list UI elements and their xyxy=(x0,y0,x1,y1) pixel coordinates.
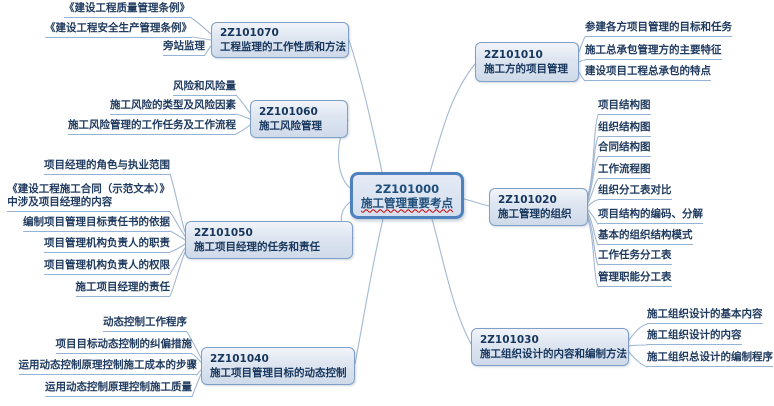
topic-label[interactable]: 项目结构的编码、分解 xyxy=(598,208,703,224)
topic-label[interactable]: 施工总承包管理方的主要特征 xyxy=(585,44,722,60)
topic-label[interactable]: 工作流程图 xyxy=(598,163,651,179)
branch-code: 2Z101030 xyxy=(480,334,539,346)
edge-central-2z101070 xyxy=(348,39,383,173)
topic-label[interactable]: 工作任务分工表 xyxy=(598,249,672,265)
branch-title: 工程监理的工作性质和方法 xyxy=(220,41,346,53)
edge-central-2z101010 xyxy=(429,63,476,173)
edge-central-2z101030 xyxy=(431,218,472,345)
branch-code: 2Z101020 xyxy=(498,194,557,206)
topic-label[interactable]: 编制项目管理目标责任书的依据 xyxy=(23,216,170,232)
topic-label[interactable]: 《建设工程质量管理条例》 xyxy=(64,2,190,18)
topic-label[interactable]: 合同结构图 xyxy=(598,141,651,157)
topic-label[interactable]: 旁站监理 xyxy=(163,40,205,56)
topic-label[interactable]: 项目经理的角色与执业范围 xyxy=(44,159,170,175)
branch-node-2z101060[interactable]: 2Z101060 施工风险管理 xyxy=(250,100,348,138)
topic-label[interactable]: 组织结构图 xyxy=(598,121,651,137)
topic-label[interactable]: 《建设工程安全生产管理条例》 xyxy=(45,22,192,38)
topic-label[interactable]: 施工组织总设计的编制程序 xyxy=(647,351,773,367)
edge-central-2z101040 xyxy=(354,218,384,365)
topic-label[interactable]: 参建各方项目管理的目标和任务 xyxy=(585,21,732,37)
topic-label[interactable]: 项目管理机构负责人的职责 xyxy=(44,237,170,253)
branch-code: 2Z101060 xyxy=(259,106,318,118)
topic-label[interactable]: 施工风险的类型及风险因素 xyxy=(110,99,236,115)
topic-label[interactable]: 基本的组织结构模式 xyxy=(598,229,693,245)
branch-node-2z101020[interactable]: 2Z101020 施工管理的组织 xyxy=(489,188,588,226)
edge-central-2z101020 xyxy=(463,198,490,207)
central-topic[interactable]: 2Z101000 施工管理重要考点 xyxy=(350,172,464,219)
topic-label[interactable]: 动态控制工作程序 xyxy=(103,316,187,332)
topic-label[interactable]: 施工风险管理的工作任务及工作流程 xyxy=(68,119,236,135)
branch-title: 施工组织设计的内容和编制方法 xyxy=(480,348,627,360)
branch-node-2z101030[interactable]: 2Z101030 施工组织设计的内容和编制方法 xyxy=(471,328,629,366)
topic-label[interactable]: 运用动态控制原理控制施工质量 xyxy=(45,381,192,397)
topic-label[interactable]: 项目管理机构负责人的权限 xyxy=(44,259,170,275)
branch-code: 2Z101050 xyxy=(194,227,253,239)
branch-node-2z101070[interactable]: 2Z101070 工程监理的工作性质和方法 xyxy=(211,22,349,58)
branch-node-2z101050[interactable]: 2Z101050 施工项目经理的任务和责任 xyxy=(185,221,353,259)
branch-code: 2Z101070 xyxy=(220,27,279,39)
branch-code: 2Z101010 xyxy=(484,49,543,61)
branch-node-2z101010[interactable]: 2Z101010 施工方的项目管理 xyxy=(475,42,579,82)
branch-title: 施工方的项目管理 xyxy=(484,63,568,75)
topic-label[interactable]: 项目目标动态控制的纠偏措施 xyxy=(55,338,192,354)
topic-label[interactable]: 运用动态控制原理控制施工成本的步骤 xyxy=(18,359,197,375)
branch-title: 施工项目管理目标的动态控制 xyxy=(210,367,347,379)
branch-title: 施工管理的组织 xyxy=(498,208,572,220)
branch-code: 2Z101040 xyxy=(210,353,269,365)
topic-label[interactable]: 风险和风险量 xyxy=(173,80,236,96)
branch-title: 施工风险管理 xyxy=(259,120,322,132)
topic-label[interactable]: 组织分工表对比 xyxy=(598,184,672,200)
topic-label[interactable]: 《建设工程施工合同（示范文本）》 中涉及项目经理的内容 xyxy=(7,183,170,212)
topic-label[interactable]: 管理职能分工表 xyxy=(598,271,672,287)
topic-label[interactable]: 施工项目经理的责任 xyxy=(75,281,170,297)
central-topic-code: 2Z101000 xyxy=(374,181,440,196)
topic-label[interactable]: 施工组织设计的基本内容 xyxy=(647,308,763,324)
branch-node-2z101040[interactable]: 2Z101040 施工项目管理目标的动态控制 xyxy=(201,347,355,385)
central-topic-title: 施工管理重要考点 xyxy=(361,195,453,210)
topic-label[interactable]: 项目结构图 xyxy=(598,99,651,115)
branch-title: 施工项目经理的任务和责任 xyxy=(194,241,320,253)
topic-label[interactable]: 施工组织设计的内容 xyxy=(647,329,742,345)
topic-label[interactable]: 建设项目工程总承包的特点 xyxy=(585,65,711,81)
